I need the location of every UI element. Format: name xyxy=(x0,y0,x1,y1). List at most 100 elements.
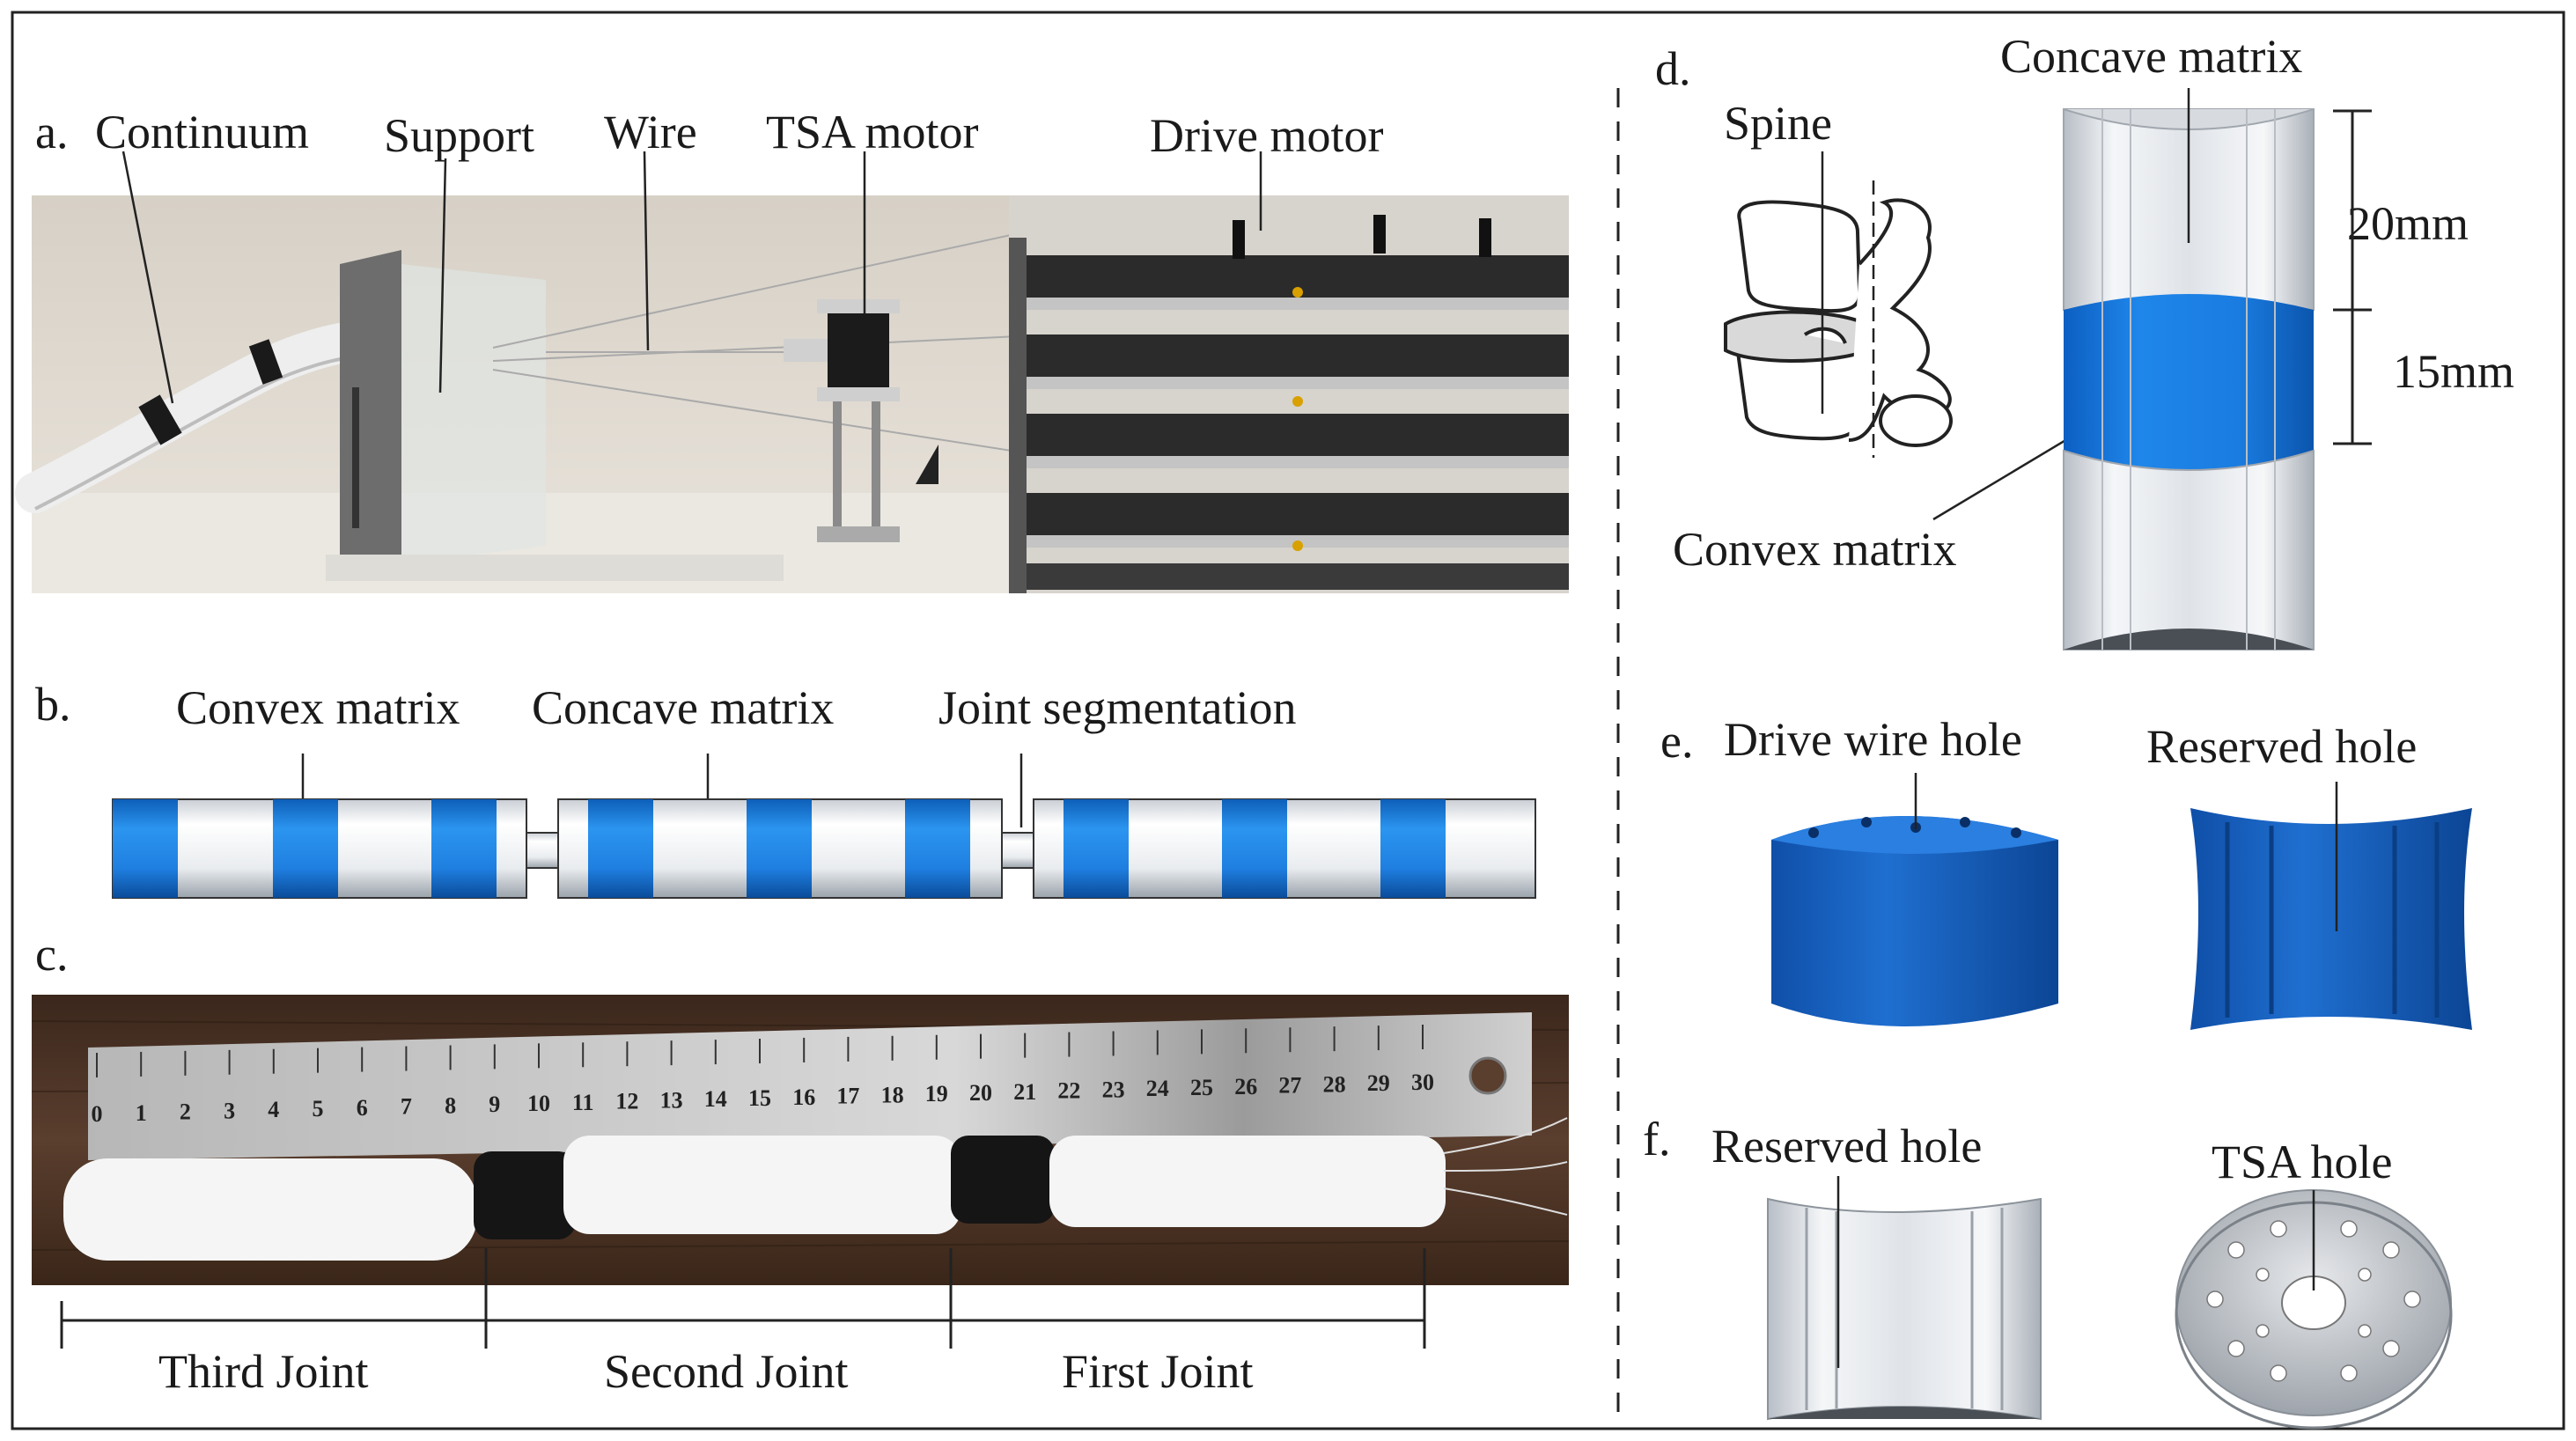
panel-letter-e: e. xyxy=(1660,715,1693,768)
convex-matrix-3d xyxy=(1771,816,2058,1026)
support-base xyxy=(326,555,784,581)
label-tsa-motor: TSA motor xyxy=(766,106,979,158)
tsa-disc-holes xyxy=(2206,1220,2421,1382)
panel-f: f. Reserved hole TSA hole xyxy=(1643,1113,2453,1430)
wire-guide-black xyxy=(916,445,938,484)
ruler-tick-label: 1 xyxy=(136,1100,147,1126)
ruler-tick-label: 8 xyxy=(445,1092,456,1118)
continuum-tube-shade xyxy=(34,356,353,511)
ruler-tick-label: 23 xyxy=(1102,1077,1125,1102)
convex-matrix-ring xyxy=(1380,799,1446,898)
convex-matrix-ring xyxy=(588,799,653,898)
continuum-black-joint xyxy=(951,1136,1055,1224)
concave-matrix-3d xyxy=(2190,808,2472,1030)
ruler-tick-label: 4 xyxy=(268,1097,279,1122)
ruler-tick-label: 18 xyxy=(881,1082,904,1107)
ruler-tick-label: 16 xyxy=(792,1084,815,1110)
ruler-tick-label: 22 xyxy=(1057,1078,1080,1104)
label-concave-matrix-d: Concave matrix xyxy=(2000,30,2302,83)
panel-a: a. Continuum Support Wire TSA motor Driv… xyxy=(15,106,1569,593)
label-tsa-hole: TSA hole xyxy=(2212,1136,2393,1188)
ruler-tick-label: 29 xyxy=(1367,1070,1390,1096)
label-continuum: Continuum xyxy=(95,106,309,158)
ruler-tick-label: 15 xyxy=(748,1085,771,1111)
panel-letter-d: d. xyxy=(1655,42,1691,95)
label-second-joint: Second Joint xyxy=(604,1345,849,1398)
panel-e: e. Drive wire hole Reserved hole xyxy=(1660,713,2472,1030)
ruler-tick-label: 26 xyxy=(1234,1074,1257,1099)
ruler-tick-label: 25 xyxy=(1190,1075,1213,1100)
label-support: Support xyxy=(384,109,534,162)
ruler-tick-label: 30 xyxy=(1411,1070,1434,1095)
continuum-joint-ring-2 xyxy=(248,339,283,385)
tsa-foot xyxy=(817,526,900,542)
ruler-tick-label: 21 xyxy=(1013,1079,1036,1105)
continuum-white-segment xyxy=(563,1136,961,1234)
convex-matrix-ring xyxy=(273,799,338,898)
ruler-tick-label: 11 xyxy=(572,1090,594,1115)
drive-wire xyxy=(492,228,1040,349)
reserved-hole-grooves xyxy=(2225,822,2440,1018)
continuum-white-segment xyxy=(63,1158,477,1261)
panel-b: b. Convex matrix Concave matrix Joint se… xyxy=(35,678,1536,899)
convex-matrix-ring xyxy=(905,799,970,898)
ruler-tick-label: 3 xyxy=(224,1098,235,1123)
concave-matrix-bottom xyxy=(2063,449,2315,651)
tsa-motor-bracket xyxy=(817,299,900,313)
joint-connector xyxy=(1001,832,1034,869)
panel-letter-a: a. xyxy=(35,106,68,158)
ruler-tick-label: 24 xyxy=(1146,1076,1169,1101)
ruler-tick-label: 2 xyxy=(180,1099,191,1125)
support-acrylic xyxy=(401,264,546,563)
ruler-tick-label: 9 xyxy=(489,1092,500,1117)
ruler-tick-label: 20 xyxy=(969,1080,992,1106)
steel-ruler xyxy=(88,1012,1532,1160)
joint-connector xyxy=(526,832,559,869)
continuum-black-joint xyxy=(474,1151,576,1239)
ruler-tick-label: 10 xyxy=(527,1091,550,1116)
convex-matrix-ring xyxy=(747,799,812,898)
panel-d: d. Spine Concave matrix Convex matrix 20… xyxy=(1655,30,2514,651)
convex-matrix-band xyxy=(2064,294,2314,470)
tsa-leg xyxy=(872,401,880,533)
label-drive-wire-hole: Drive wire hole xyxy=(1724,713,2022,766)
label-reserved-hole-f: Reserved hole xyxy=(1711,1120,1982,1173)
panel-letter-c: c. xyxy=(35,928,68,981)
ruler-tick-label: 17 xyxy=(836,1084,859,1109)
label-concave-matrix-b: Concave matrix xyxy=(532,681,834,734)
tsa-motor-bracket-bottom xyxy=(817,387,900,401)
reserved-hole-grooves-f xyxy=(1805,1208,2004,1410)
label-joint-segmentation: Joint segmentation xyxy=(938,681,1296,734)
support-plate xyxy=(340,250,401,572)
concave-matrix-bottom-rim xyxy=(2064,629,2314,650)
matrix-grooves xyxy=(2101,109,2276,650)
tsa-coupler xyxy=(784,339,828,362)
drive-wire xyxy=(492,369,1057,459)
leader-wire xyxy=(643,151,650,351)
convex-matrix-ring xyxy=(1064,799,1129,898)
continuum-white-segment xyxy=(1049,1136,1446,1227)
drive-motor-rack xyxy=(1009,195,1569,593)
convex-matrix-ring xyxy=(113,799,178,898)
label-convex-matrix-d: Convex matrix xyxy=(1673,523,1956,576)
label-spine: Spine xyxy=(1724,97,1832,150)
drive-wire xyxy=(492,334,1057,362)
ruler-tick-label: 27 xyxy=(1278,1073,1301,1099)
support-rod xyxy=(352,387,359,528)
convex-matrix-ring xyxy=(1222,799,1287,898)
tsa-motor-body xyxy=(828,312,889,392)
ruler-tick-label: 19 xyxy=(925,1081,948,1106)
ruler-tick-label: 28 xyxy=(1323,1071,1346,1097)
ruler-tick-label: 5 xyxy=(313,1096,324,1121)
ruler-hang-hole xyxy=(1468,1056,1507,1095)
ruler-tick-label: 14 xyxy=(704,1086,727,1112)
concave-matrix-grey xyxy=(1767,1197,2042,1421)
ruler-tick-label: 12 xyxy=(615,1089,638,1114)
leader-support xyxy=(438,158,447,393)
label-wire: Wire xyxy=(604,106,697,158)
continuum-tube xyxy=(15,321,372,513)
label-convex-matrix-b: Convex matrix xyxy=(176,681,460,734)
ruler-tick-label: 0 xyxy=(92,1101,103,1127)
label-drive-motor: Drive motor xyxy=(1150,109,1383,162)
